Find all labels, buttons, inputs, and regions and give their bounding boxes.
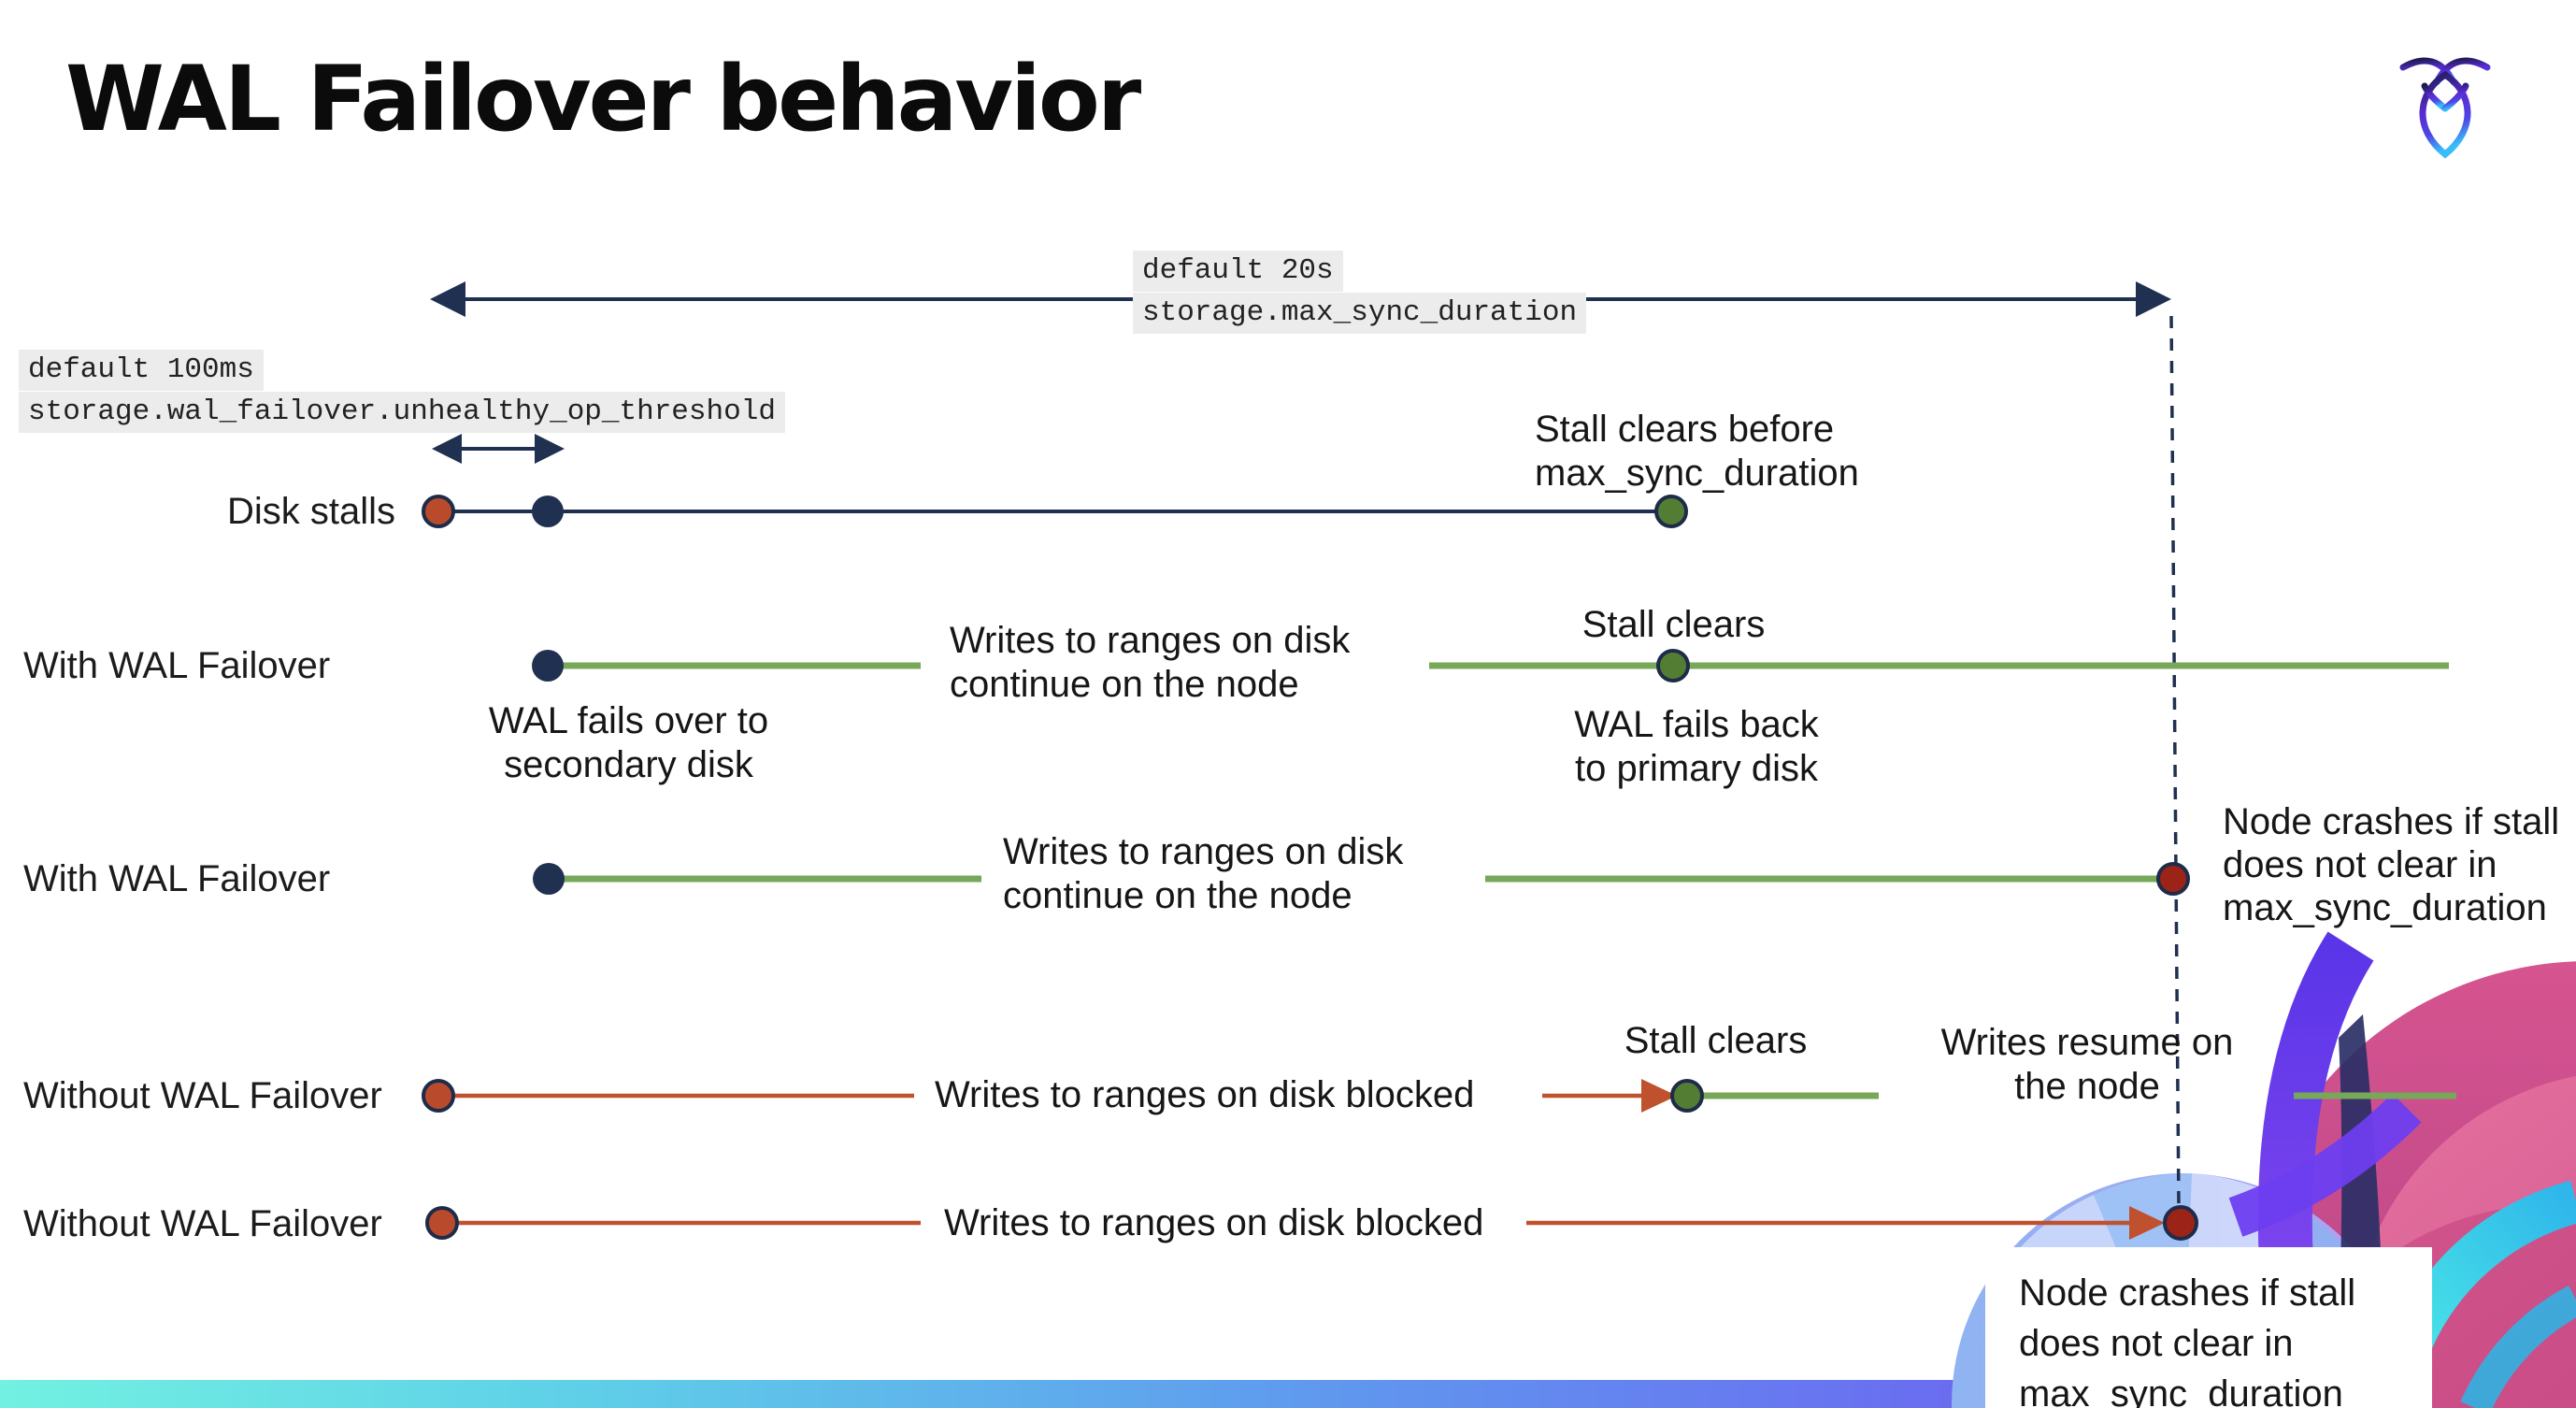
disk-stall-start-dot [422,1079,455,1113]
failover-threshold-dot [532,496,564,527]
row-label-with-wal-failover-1: With WAL Failover [23,645,331,686]
annotation-writes-blocked-row4: Writes to ranges on disk blocked [935,1074,1475,1115]
annotation-stall-clears-row2: Stall clears [1581,604,1766,645]
row-label-without-wal-failover-2: Without WAL Failover [23,1203,382,1244]
annotation-wal-fails-over: WAL fails over to secondary disk [488,700,769,785]
timeline-row-without-failover-clears [422,1079,2456,1113]
timeline-row-with-failover-crash [533,862,2190,896]
timeline-row-without-failover-crash [425,1205,2198,1241]
config-default-value: default 100ms [19,350,264,391]
red-arrowhead-icon [2129,1206,2165,1240]
timeline-row-disk-stalls [422,495,1688,528]
annotation-node-crashes-row3: Node crashes if stall does not clear in … [2223,801,2560,928]
arrowhead-left-icon [432,434,462,464]
config-default-value: default 20s [1133,251,1343,292]
cockroach-logo-icon [2399,57,2491,159]
row-label-with-wal-failover-2: With WAL Failover [23,858,331,899]
timeline-row-with-failover-clears [532,649,2449,682]
annotation-stall-clears-before: Stall clears before max_sync_duration [1535,409,1859,494]
node-crash-dot [2163,1205,2198,1241]
wal-failover-dot [533,863,565,895]
wal-failover-dot [532,650,564,682]
arrowhead-right-icon [2136,281,2171,317]
unhealthy-op-threshold-arrow [432,434,565,464]
annotation-node-crashes-row5: Node crashes if stall does not clear in … [2019,1272,2356,1408]
config-setting-name: storage.max_sync_duration [1133,293,1587,334]
annotation-wal-fails-back: WAL fails back to primary disk [1574,704,1819,789]
stall-clears-dot [1654,495,1688,528]
config-label-max-sync-duration: default 20s storage.max_sync_duration [1133,251,1587,335]
annotation-writes-blocked-row5: Writes to ranges on disk blocked [944,1202,1484,1243]
stall-clears-dot [1670,1079,1704,1113]
row-label-disk-stalls: Disk stalls [227,491,396,532]
page-title: WAL Failover behavior [65,47,1141,151]
annotation-writes-continue-row3: Writes to ranges on disk continue on the… [1003,831,1404,916]
disk-stall-start-dot [425,1206,459,1240]
arrowhead-left-icon [430,281,465,317]
row-label-without-wal-failover-1: Without WAL Failover [23,1075,382,1116]
annotation-stall-clears-row4: Stall clears [1624,1020,1808,1061]
red-arrowhead-icon [1641,1079,1677,1113]
config-label-unhealthy-op-threshold: default 100ms storage.wal_failover.unhea… [19,350,785,434]
arrowhead-right-icon [535,434,565,464]
max-sync-duration-dashed-line [2169,315,2181,1209]
node-crashes-callout-box: Node crashes if stall does not clear in … [1985,1247,2432,1408]
annotation-writes-continue-row2: Writes to ranges on disk continue on the… [950,620,1351,705]
stall-clears-dot [1656,649,1690,682]
node-crash-dot [2156,862,2190,896]
annotation-writes-resume: Writes resume on the node [1940,1022,2234,1107]
config-setting-name: storage.wal_failover.unhealthy_op_thresh… [19,392,785,433]
disk-stall-start-dot [422,495,455,528]
